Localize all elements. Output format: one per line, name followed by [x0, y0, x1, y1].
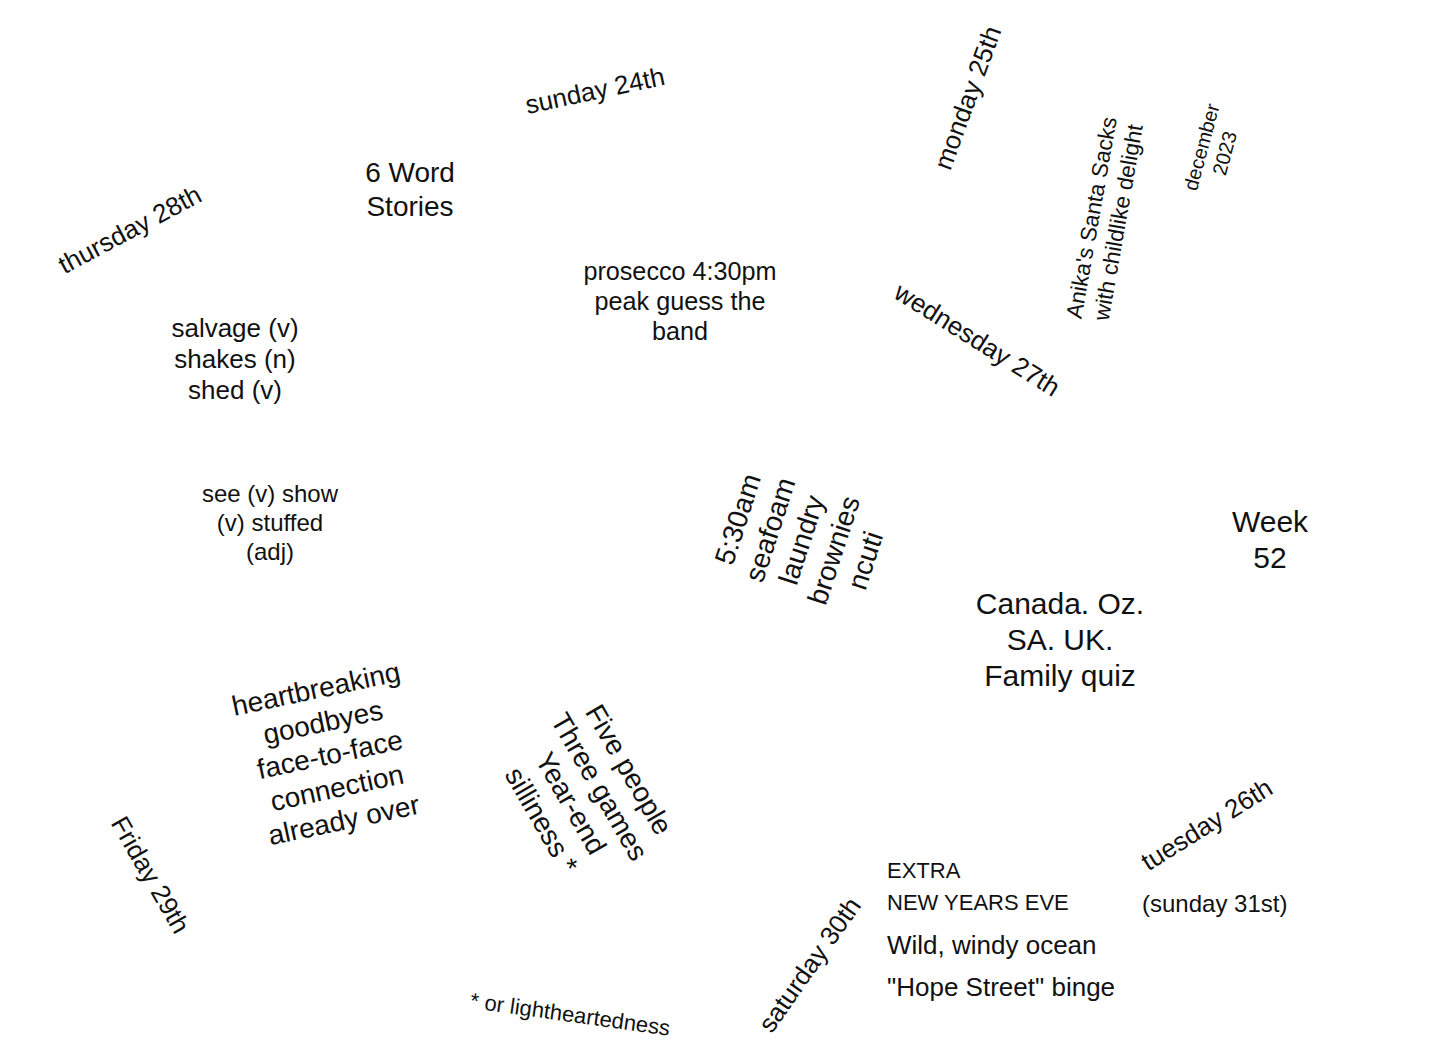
arrow-connector	[747, 128, 952, 210]
text-holder: Anika's Santa Sacks with childlike delig…	[1057, 92, 1154, 348]
day-circle: heartbreaking goodbyes face-to-face conn…	[165, 575, 525, 935]
month-label: december 2023	[1176, 91, 1251, 210]
arrow-connector	[423, 471, 683, 505]
text-holder: Friday 29th	[103, 809, 197, 941]
word-list: salvage (v) shakes (n) shed (v)	[155, 313, 315, 407]
text-holder: monday 25th	[927, 20, 1009, 176]
day-heading: saturday 30th	[751, 890, 869, 1040]
day-heading: monday 25th	[927, 20, 1009, 176]
label-holder: "Hope Street" binge	[885, 972, 1117, 1003]
week-label: Week 52	[1220, 504, 1320, 576]
text-holder: Week 52	[1220, 504, 1320, 576]
day-circle: thursday 28thsee (v) show (v) stuffed (a…	[35, 225, 435, 625]
arrow-connector	[1205, 315, 1289, 452]
text-holder: Five people Three games Year-end silline…	[479, 679, 690, 911]
extra-note: EXTRA	[885, 858, 962, 884]
text-holder: thursday 28th	[51, 178, 208, 281]
text-holder: salvage (v) shakes (n) shed (v)	[155, 313, 315, 407]
text-holder: tuesday 26th	[1134, 771, 1280, 878]
text-holder: december 2023	[1176, 91, 1251, 210]
day-heading: Friday 29th	[103, 809, 197, 941]
text-holder: * or lightheartedness	[466, 988, 673, 1043]
day-circle: wednesday 27th5:30am seafoam laundry bro…	[677, 340, 1047, 710]
text-holder: heartbreaking goodbyes face-to-face conn…	[217, 653, 443, 858]
day-note: heartbreaking goodbyes face-to-face conn…	[217, 653, 443, 858]
day-circle: Five people Three games Year-end silline…	[450, 620, 840, 1010]
label-holder: EXTRA	[885, 858, 962, 884]
week-circle: Week 52	[1182, 452, 1358, 628]
extra-note: "Hope Street" binge	[885, 972, 1117, 1003]
text-holder: prosecco 4:30pm peak guess the band	[572, 256, 787, 347]
text-holder: 6 Word Stories	[358, 156, 463, 223]
day-note: Anika's Santa Sacks with childlike delig…	[1057, 92, 1154, 348]
day-note: Five people Three games Year-end silline…	[479, 679, 690, 911]
day-heading: thursday 28th	[51, 178, 208, 281]
extra-note: NEW YEARS EVE	[885, 890, 1071, 916]
label-holder: Wild, windy ocean	[885, 930, 1099, 961]
label-holder: (sunday 31st)	[1140, 890, 1289, 919]
day-circle: sunday 24thprosecco 4:30pm peak guess th…	[495, 105, 815, 425]
day-heading: sunday 24th	[521, 61, 670, 122]
day-heading: tuesday 26th	[1134, 771, 1280, 878]
day-note: 5:30am seafoam laundry brownies ncuti	[701, 450, 902, 630]
word-circle: 6 Word Stories	[317, 97, 503, 283]
inner-circle: salvage (v) shakes (n) shed (v)	[127, 252, 343, 468]
inner-circle: prosecco 4:30pm peak guess the band	[552, 177, 809, 434]
text-holder: Canada. Oz. SA. UK. Family quiz	[958, 586, 1163, 694]
circle-note: 6 Word Stories	[358, 156, 463, 223]
extra-note: (sunday 31st)	[1140, 890, 1289, 919]
moon-shape: december 2023	[1175, 10, 1425, 290]
footnote: * or lightheartedness	[466, 988, 673, 1043]
day-circle: Canada. Oz. SA. UK. Family quiztuesday 2…	[892, 445, 1282, 835]
label-holder: NEW YEARS EVE	[885, 890, 1071, 916]
text-holder: see (v) show (v) stuffed (adj)	[193, 480, 348, 566]
text-holder: 5:30am seafoam laundry brownies ncuti	[701, 450, 902, 630]
day-note: prosecco 4:30pm peak guess the band	[572, 256, 787, 347]
day-note: Canada. Oz. SA. UK. Family quiz	[958, 586, 1163, 694]
day-note: see (v) show (v) stuffed (adj)	[193, 480, 348, 566]
text-holder: saturday 30th	[751, 890, 869, 1040]
day-heading: wednesday 27th	[887, 276, 1068, 405]
text-holder: sunday 24th	[521, 61, 670, 122]
text-holder: wednesday 27th	[887, 276, 1068, 405]
extra-note: Wild, windy ocean	[885, 930, 1099, 961]
